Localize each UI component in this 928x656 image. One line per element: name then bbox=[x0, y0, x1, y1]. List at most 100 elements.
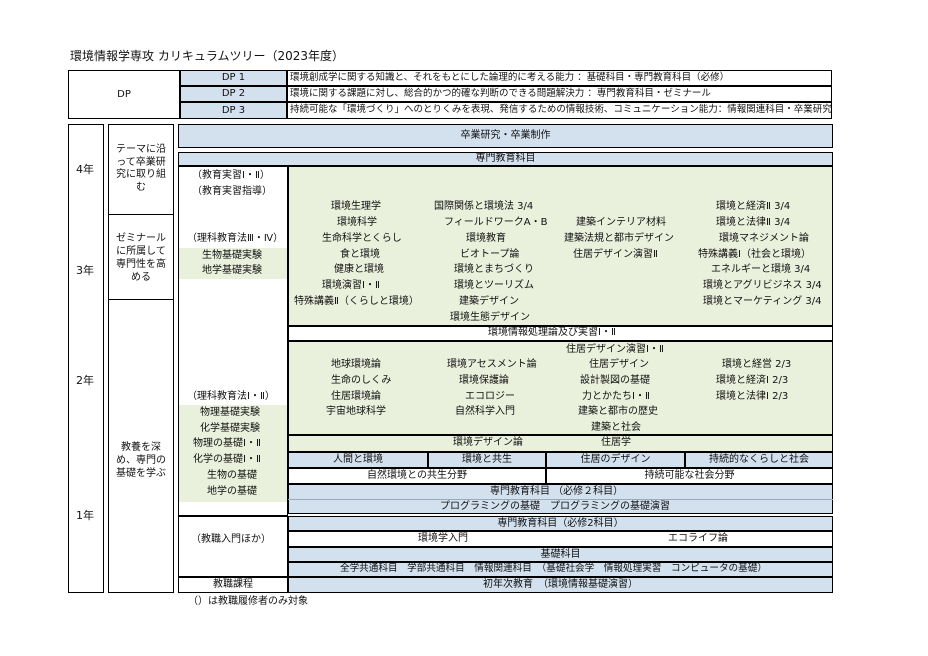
topic-4: 持続的なくらしと社会 bbox=[709, 454, 809, 465]
mid-c1-1: 生命のしくみ bbox=[331, 375, 392, 386]
middle-area bbox=[288, 341, 833, 435]
year-1: 1年 bbox=[76, 509, 94, 522]
dp2-text: 環境に関する課題に対し、総合的かつ的確な判断のできる問題解決力 ：専門教育科目・… bbox=[290, 88, 711, 99]
mid-c2-3: 自然科学入門 bbox=[455, 406, 515, 417]
dp-label-cell: DP bbox=[68, 70, 180, 119]
upper-c2-6: 建築デザイン bbox=[459, 296, 519, 307]
mid-c3-1: 住居デザイン bbox=[589, 359, 649, 370]
topic-2: 環境と共生 bbox=[462, 454, 512, 465]
mid-c3-3: 力とかたちⅠ・Ⅱ bbox=[582, 391, 650, 402]
teacher-g4-1: （教育実習指導） bbox=[192, 186, 272, 197]
mid-c3-2: 設計製図の基礎 bbox=[580, 375, 650, 386]
teacher-course-cell: 教職課程 bbox=[178, 577, 288, 593]
teacher-intro-cell bbox=[178, 516, 288, 577]
dp1-code-text: DP 1 bbox=[221, 72, 246, 83]
upper-c4-4: エネルギーと環境 3/4 bbox=[711, 264, 811, 275]
stage-divider-2 bbox=[108, 299, 174, 300]
basic-list-cell bbox=[288, 562, 833, 577]
field-1-cell: 自然環境との共生分野 bbox=[288, 468, 546, 484]
upper-c2-1: フィールドワークA・B bbox=[444, 217, 548, 228]
teacher-g2-6: 地学の基礎 bbox=[207, 486, 257, 497]
upper-c2-0: 国際関係と環境法 3/4 bbox=[434, 201, 534, 212]
upper-c1-4: 健康と環境 bbox=[334, 264, 384, 275]
teacher-bg-2 bbox=[179, 405, 287, 502]
mid-c3-4: 建築と都市の歴史 bbox=[578, 406, 658, 417]
page-title: 環境情報学専攻 カリキュラムツリー（2023年度） bbox=[70, 49, 344, 63]
stage-4-text: テーマに沿って卒業研究に取り組む bbox=[116, 144, 166, 193]
year-column bbox=[68, 124, 104, 593]
required-row bbox=[288, 531, 833, 547]
teacher-g2-4: 化学の基礎Ⅰ・Ⅱ bbox=[193, 454, 261, 465]
first-year-cell: 初年次教育 （環境情報基礎演習） bbox=[288, 577, 833, 593]
upper-c1-3: 食と環境 bbox=[340, 249, 380, 260]
upper-c2-4: 環境とまちづくり bbox=[454, 264, 534, 275]
footnote: （）は教職履修者のみ対象 bbox=[188, 596, 308, 607]
upper-c4-0: 環境と経済Ⅱ 3/4 bbox=[716, 201, 791, 212]
mid-c1-2: 住居環境論 bbox=[331, 391, 381, 402]
upper-c3-1: 建築法規と都市デザイン bbox=[564, 233, 674, 244]
mid-c4-1: 環境と経済Ⅰ 2/3 bbox=[716, 375, 789, 386]
upper-c1-6: 特殊講義Ⅱ（くらしと環境） bbox=[294, 296, 419, 307]
field-2: 持続可能な社会分野 bbox=[644, 470, 735, 481]
upper-c4-2: 環境マネジメント論 bbox=[719, 233, 809, 244]
teacher-g2-3: 物理の基礎Ⅰ・Ⅱ bbox=[193, 438, 261, 449]
upper-c4-5: 環境とアグリビジネス 3/4 bbox=[703, 280, 822, 291]
dp2-text-cell: 環境に関する課題に対し、総合的かつ的確な判断のできる問題解決力 ：専門教育科目・… bbox=[287, 86, 832, 102]
specialized-header: 専門教育科目 bbox=[178, 152, 833, 166]
basic-list: 全学共通科目 学部共通科目 情報関連科目 （基礎社会学 情報処理実習 コンピュー… bbox=[340, 563, 767, 574]
stage-divider-1 bbox=[108, 214, 174, 215]
dp3-code: DP 3 bbox=[180, 102, 287, 119]
teacher-g3-0: （理科教育法Ⅲ・Ⅳ） bbox=[187, 233, 284, 244]
stage-4: テーマに沿って卒業研究に取り組む bbox=[112, 137, 170, 201]
upper-c4-3: 特殊講義Ⅰ（社会と環境） bbox=[698, 249, 811, 260]
topic-4-cell: 持続的なくらしと社会 bbox=[685, 452, 833, 468]
mid-c2-1: 環境保護論 bbox=[459, 375, 509, 386]
teacher-g1-0: （教職入門ほか） bbox=[191, 534, 271, 545]
mid-c2-2: エコロジー bbox=[465, 391, 515, 402]
spec-req2b-label: 専門教育科目（必修2科目） bbox=[497, 517, 624, 529]
upper-c4-6: 環境とマーケティング 3/4 bbox=[703, 296, 822, 307]
dp3-text-cell: 持続可能な「環境づくり」へのとりくみを表現、発信するための情報技術、コミュニケー… bbox=[287, 102, 832, 119]
teacher-g3-2: 地学基礎実験 bbox=[202, 265, 262, 276]
spec-req-label: 専門教育科目 （必修２科目） bbox=[490, 486, 624, 497]
mid-c3-5: 建築と社会 bbox=[591, 422, 641, 433]
specialized-label: 専門教育科目 bbox=[475, 153, 536, 164]
teacher-g2-1: 物理基礎実験 bbox=[200, 407, 260, 418]
required-2: エコライフ論 bbox=[668, 533, 728, 544]
design-theory-label: 環境デザイン論 bbox=[453, 437, 523, 448]
topic-1-cell: 人間と環境 bbox=[288, 452, 428, 468]
dp1-text-cell: 環境創成学に関する知識と、それをもとにした論理的に考える能力 ：基礎科目・専門教… bbox=[287, 70, 832, 86]
dp1-text: 環境創成学に関する知識と、それをもとにした論理的に考える能力 ：基礎科目・専門教… bbox=[290, 72, 730, 83]
basic-label: 基礎科目 bbox=[540, 548, 581, 560]
mid-c1-0: 地球環境論 bbox=[331, 359, 381, 370]
teacher-g4-0: （教育実習Ⅰ・Ⅱ） bbox=[192, 170, 270, 181]
dp3-text: 持続可能な「環境づくり」へのとりくみを表現、発信するための情報技術、コミュニケー… bbox=[290, 104, 832, 115]
spec-req2b-cell: 専門教育科目（必修2科目） bbox=[288, 516, 833, 531]
teacher-g2-2: 化学基礎実験 bbox=[200, 423, 260, 434]
info-practice-label: 環境情報処理論及び実習Ⅰ・Ⅱ bbox=[488, 327, 616, 338]
teacher-column bbox=[178, 166, 288, 516]
year-2: 2年 bbox=[76, 374, 94, 387]
topic-3: 住居のデザイン bbox=[580, 454, 651, 465]
upper-c1-0: 環境生理学 bbox=[331, 201, 381, 212]
mid-c3-0: 住居デザイン演習Ⅰ・Ⅱ bbox=[566, 344, 664, 355]
upper-c3-2: 住居デザイン演習Ⅱ bbox=[573, 249, 658, 260]
field-1: 自然環境との共生分野 bbox=[367, 470, 467, 481]
upper-c2-3: ビオトープ論 bbox=[460, 249, 520, 260]
topic-3-cell: 住居のデザイン bbox=[546, 452, 685, 468]
stage-12-text: 教養を深め、専門の基礎を学ぶ bbox=[116, 441, 166, 479]
upper-c2-2: 環境教育 bbox=[466, 233, 506, 244]
mid-c4-2: 環境と法律Ⅰ 2/3 bbox=[716, 391, 789, 402]
spec-req-divider bbox=[288, 499, 833, 500]
upper-area bbox=[288, 166, 833, 326]
programming-label: プログラミングの基礎 プログラミングの基礎演習 bbox=[440, 501, 670, 512]
year-3: 3年 bbox=[76, 264, 94, 277]
dp-label: DP bbox=[117, 88, 131, 100]
housing-studies-label: 住居学 bbox=[601, 437, 631, 448]
field-2-cell: 持続可能な社会分野 bbox=[546, 468, 833, 484]
required-1: 環境学入門 bbox=[418, 533, 468, 544]
first-year-label: 初年次教育 （環境情報基礎演習） bbox=[483, 579, 638, 590]
dp2-code-text: DP 2 bbox=[221, 88, 246, 99]
stage-3-text: ゼミナールに所属して専門性を高める bbox=[116, 233, 166, 283]
upper-c4-1: 環境と法律Ⅱ 3/4 bbox=[716, 217, 791, 228]
